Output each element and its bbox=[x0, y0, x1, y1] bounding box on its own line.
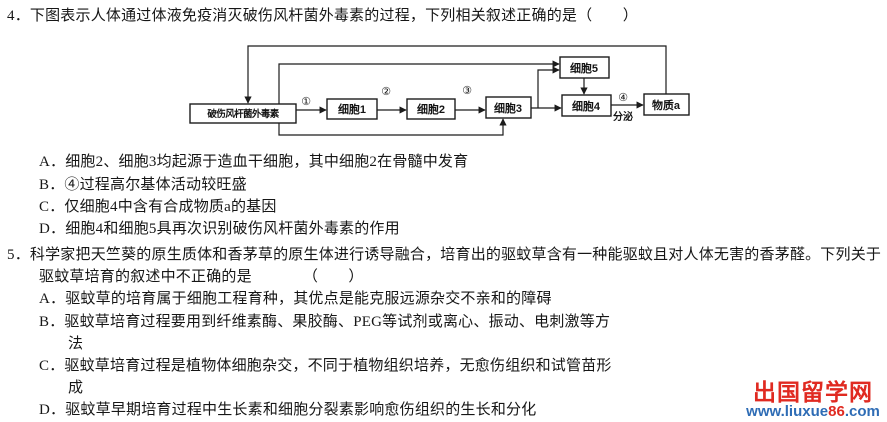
question4-option-d: D．细胞4和细胞5具再次识别破伤风杆菌外毒素的作用 bbox=[39, 221, 400, 238]
option-text: 细胞4和细胞5具再次识别破伤风杆菌外毒素的作用 bbox=[65, 221, 400, 237]
svg-text:细胞1: 细胞1 bbox=[338, 102, 366, 116]
question5-stem-line1: 5．科学家把天竺葵的原生质体和香茅草的原生体进行诱导融合，培育出的驱蚊草含有一种… bbox=[7, 247, 882, 263]
option-text: 驱蚊草的培育属于细胞工程育种，其优点是能克服远源杂交不亲和的障碍 bbox=[65, 291, 552, 307]
secrete-label: 分泌 bbox=[613, 110, 633, 123]
cell5-box: 细胞5 bbox=[559, 56, 610, 79]
svg-text:细胞4: 细胞4 bbox=[572, 99, 601, 113]
arrow-cell3-to-cell5 bbox=[537, 66, 560, 108]
question5-option-b: B．驱蚊草培育过程要用到纤维素酶、果胶酶、PEG等试剂或离心、振动、电刺激等方 bbox=[39, 314, 610, 331]
question5-option-c: C．驱蚊草培育过程是植物体细胞杂交，不同于植物组织培养，无愈伤组织和试管苗形 bbox=[39, 358, 612, 375]
url-prefix: www.liuxue bbox=[746, 403, 829, 420]
step1-label: ① bbox=[301, 96, 311, 108]
step4-label: ④ bbox=[618, 92, 628, 104]
cell2-box: 细胞2 bbox=[406, 98, 456, 120]
cell3-box: 细胞3 bbox=[485, 96, 532, 119]
option-text: 细胞2、细胞3均起源于造血干细胞，其中细胞2在骨髓中发育 bbox=[65, 154, 469, 170]
option-text: 驱蚊草培育过程要用到纤维素酶、果胶酶、PEG等试剂或离心、振动、电刺激等方 bbox=[64, 314, 611, 330]
url-highlight: 86 bbox=[828, 403, 845, 420]
option-label: B． bbox=[39, 314, 65, 330]
question5-option-b-wrap: 法 bbox=[68, 336, 84, 352]
watermark-url: www.liuxue86.com bbox=[740, 404, 886, 419]
substance-a-box: 物质a bbox=[643, 93, 690, 116]
svg-text:细胞2: 细胞2 bbox=[417, 102, 445, 116]
option-label: A． bbox=[39, 291, 66, 307]
answer-parentheses: （ ） bbox=[302, 269, 364, 285]
option-label: A． bbox=[39, 154, 66, 170]
svg-text:细胞5: 细胞5 bbox=[570, 61, 598, 75]
option-label: D． bbox=[39, 221, 66, 237]
option-label: B． bbox=[39, 177, 65, 193]
option-text: 仅细胞4中含有合成物质a的基因 bbox=[64, 199, 277, 215]
arrow-substance-to-toxin bbox=[244, 45, 667, 104]
question4-stem: 4．下图表示人体通过体液免疫消灭破伤风杆菌外毒素的过程，下列相关叙述正确的是（ … bbox=[7, 8, 638, 24]
question5-stem-line2: 驱蚊草培育的叙述中不正确的是 （ ） bbox=[39, 269, 364, 286]
arrow-toxin-to-cell5 bbox=[278, 60, 560, 104]
svg-text:破伤风杆菌外毒素: 破伤风杆菌外毒素 bbox=[207, 108, 279, 120]
option-label: C． bbox=[39, 199, 65, 215]
option-text: 驱蚊草早期培育过程中生长素和细胞分裂素影响愈伤组织的生长和分化 bbox=[65, 402, 537, 418]
option-text: ④过程高尔基体活动较旺盛 bbox=[64, 177, 247, 193]
watermark-site-name: 出国留学网 bbox=[753, 379, 873, 405]
step3-label: ③ bbox=[462, 85, 472, 97]
question5-option-c-wrap: 成 bbox=[68, 380, 84, 396]
site-watermark: 出国留学网 www.liuxue86.com bbox=[740, 380, 886, 419]
option-text: 驱蚊草培育过程是植物体细胞杂交，不同于植物组织培养，无愈伤组织和试管苗形 bbox=[64, 358, 612, 374]
question4-option-a: A．细胞2、细胞3均起源于造血干细胞，其中细胞2在骨髓中发育 bbox=[39, 154, 468, 171]
cell1-box: 细胞1 bbox=[326, 98, 378, 120]
question5-option-d: D．驱蚊草早期培育过程中生长素和细胞分裂素影响愈伤组织的生长和分化 bbox=[39, 402, 536, 419]
url-suffix: .com bbox=[844, 403, 880, 420]
option-label: D． bbox=[39, 402, 66, 418]
question4-option-c: C．仅细胞4中含有合成物质a的基因 bbox=[39, 199, 277, 216]
question4-option-b: B．④过程高尔基体活动较旺盛 bbox=[39, 177, 247, 194]
stem-text: 驱蚊草培育的叙述中不正确的是 bbox=[39, 269, 252, 285]
svg-text:物质a: 物质a bbox=[652, 98, 681, 112]
arrow-toxin-to-cell3 bbox=[278, 118, 507, 136]
question5-option-a: A．驱蚊草的培育属于细胞工程育种，其优点是能克服远源杂交不亲和的障碍 bbox=[39, 291, 552, 308]
immune-process-diagram: 破伤风杆菌外毒素 细胞1 细胞2 细胞3 细胞5 细胞4 物质a bbox=[189, 45, 690, 136]
svg-text:细胞3: 细胞3 bbox=[494, 101, 522, 115]
toxin-box: 破伤风杆菌外毒素 bbox=[189, 103, 297, 124]
cell4-box: 细胞4 bbox=[561, 94, 612, 117]
step2-label: ② bbox=[381, 86, 391, 98]
option-label: C． bbox=[39, 358, 65, 374]
